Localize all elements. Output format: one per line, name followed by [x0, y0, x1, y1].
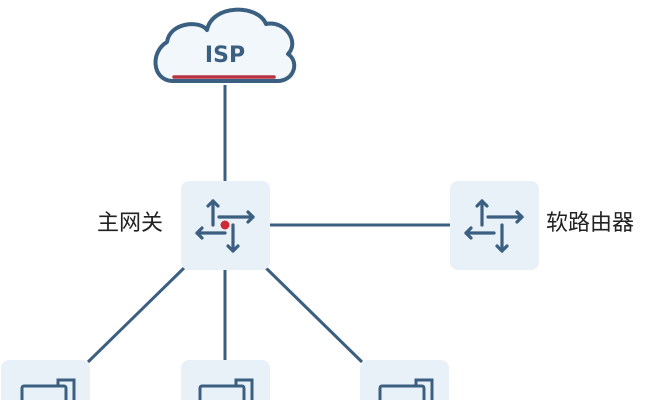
soft-router-tile	[450, 181, 539, 270]
device-node-3[interactable]	[360, 360, 449, 400]
device-tile	[1, 360, 90, 400]
device-node-1[interactable]	[1, 360, 90, 400]
device-tile	[360, 360, 449, 400]
connection-lines	[86, 85, 450, 364]
device-tile	[181, 360, 270, 400]
link-gateway-device-1	[86, 266, 186, 364]
computer-icon	[198, 378, 254, 400]
soft-router-label: 软路由器	[546, 211, 635, 236]
main-gateway-node[interactable]	[181, 181, 270, 270]
router-arrows-icon	[195, 199, 255, 253]
isp-cloud: ISP	[153, 7, 297, 83]
soft-router-node[interactable]	[450, 181, 539, 270]
cloud-shape	[153, 7, 297, 83]
computer-icon	[20, 378, 76, 400]
computer-icon	[378, 378, 434, 400]
main-gateway-label: 主网关	[97, 211, 164, 236]
link-gateway-device-3	[264, 266, 364, 364]
device-node-2[interactable]	[181, 360, 270, 400]
cloud-label: ISP	[205, 43, 245, 68]
